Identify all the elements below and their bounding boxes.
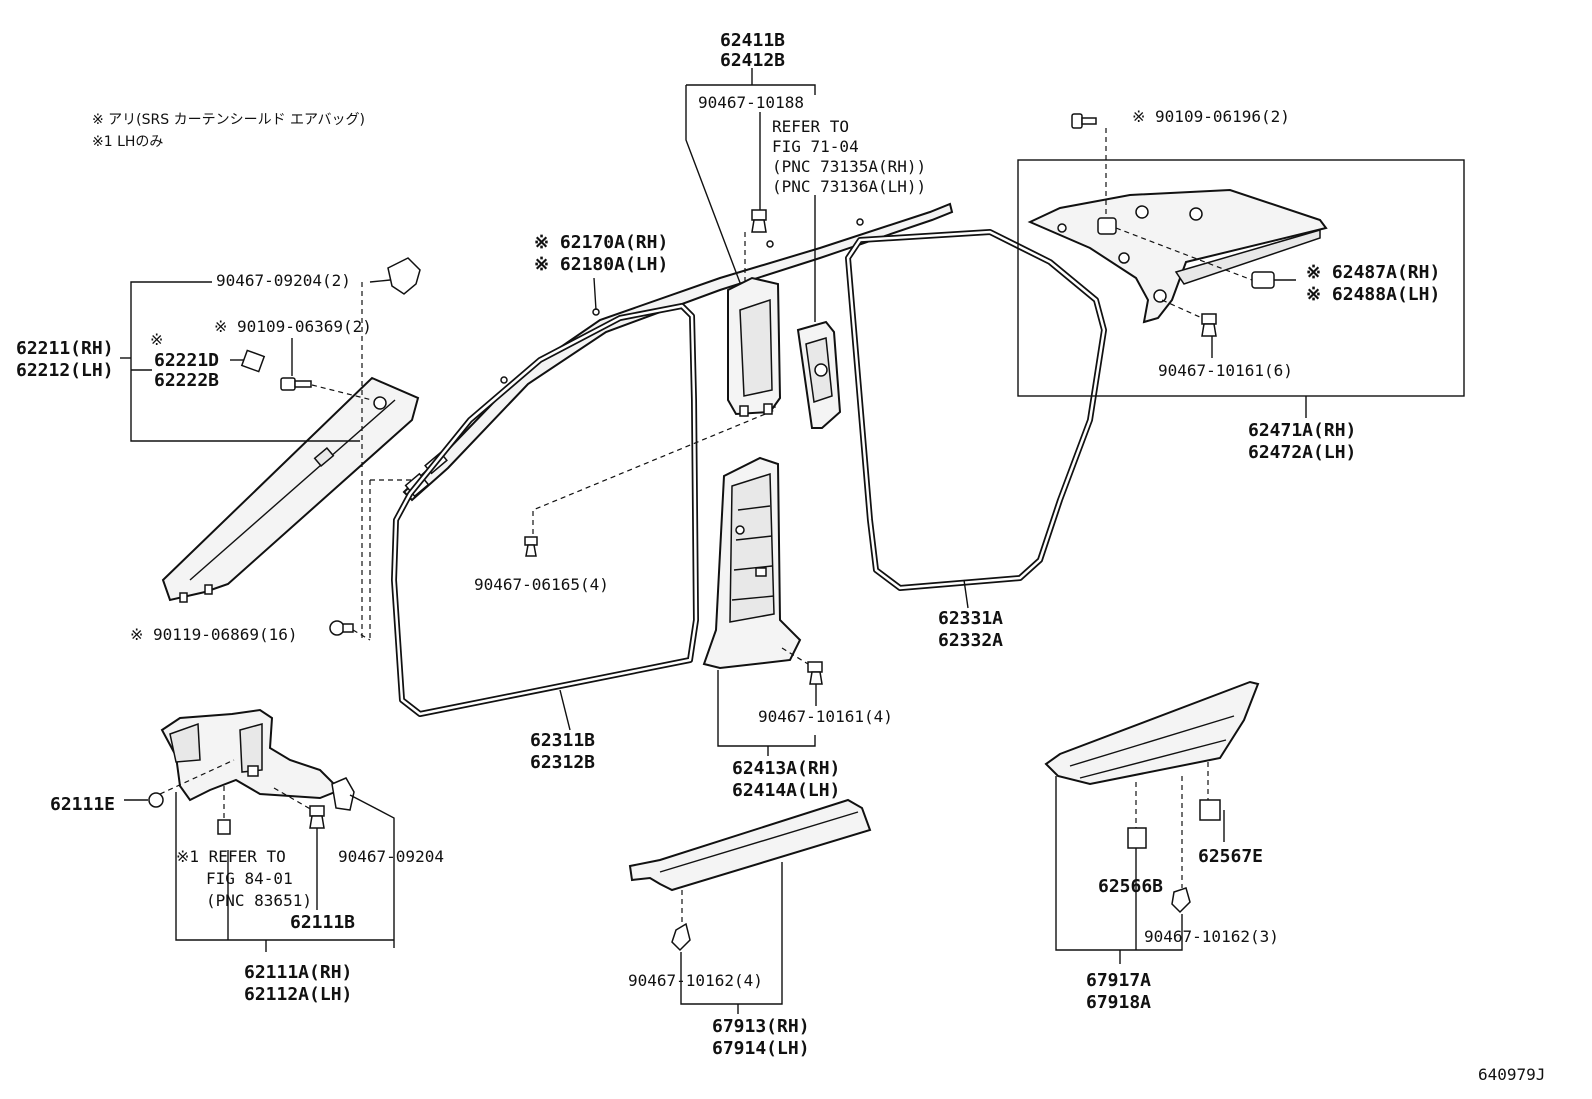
seat-belt-adjuster[interactable] [796,320,842,429]
label-90467-06165: 90467-06165(4) [474,575,609,594]
label-62412B: 62412B [720,50,785,71]
frame-62471A [1017,159,1465,397]
label-62488A: ※ 62488A(LH) [1306,284,1440,305]
label-refer-71-line4: (PNC 73136A(LH)) [772,177,926,196]
frame-62211 [130,281,360,442]
label-62222B: 62222B [154,370,219,391]
label-62312B: 62312B [530,752,595,773]
clip-62567E[interactable] [1199,799,1225,842]
note-lh-only: ※1 LHのみ [92,134,163,150]
label-62170A: ※ 62170A(RH) [534,232,668,253]
rear-door-weatherstrip[interactable] [845,229,1107,591]
clip-90467-10161-pillar[interactable] [807,661,823,706]
rear-scuff-plate[interactable] [1044,680,1260,786]
label-62567E: 62567E [1198,846,1263,867]
label-note-mark: ※ [150,330,163,349]
label-90109-06369: ※ 90109-06369(2) [214,317,372,336]
label-62180A: ※ 62180A(LH) [534,254,668,275]
label-62112A: 62112A(LH) [244,984,352,1005]
front-pillar-garnish[interactable] [161,376,420,603]
clip-62566B[interactable] [1127,827,1147,849]
clip-62111B[interactable] [309,805,325,829]
label-67914: 67914(LH) [712,1038,810,1059]
label-90109-06196: ※ 90109-06196(2) [1132,107,1290,126]
label-90467-10161-4: 90467-10161(4) [758,707,893,726]
label-62111E: 62111E [50,794,115,815]
label-62472A: 62472A(LH) [1248,442,1356,463]
frame-67913 [680,862,783,1005]
clip-90467-10162-rear[interactable] [1171,887,1191,914]
clip-62221D[interactable] [230,349,266,373]
curtain-airbag-62170A[interactable] [402,202,954,502]
cowl-side-trim[interactable] [160,708,342,802]
label-67913: 67913(RH) [712,1016,810,1037]
frame-62111A [175,792,394,941]
clip-90467-06165[interactable] [524,536,538,557]
label-90467-10162-3: 90467-10162(3) [1144,927,1279,946]
label-67917A: 67917A [1086,970,1151,991]
label-62221D: 62221D [154,350,219,371]
front-door-weatherstrip[interactable] [391,303,699,717]
cover-62487A[interactable] [1251,271,1296,289]
label-62413A: 62413A(RH) [732,758,840,779]
label-90467-09204: 90467-09204 [338,847,444,866]
center-pillar-upper-garnish[interactable] [727,276,782,417]
label-67918A: 67918A [1086,992,1151,1013]
label-refer-71-line3: (PNC 73135A(RH)) [772,157,926,176]
label-90467-10161-6: 90467-10161(6) [1158,361,1293,380]
frame-67917A [1055,776,1183,951]
frame-62413A [717,670,816,747]
label-62414A: 62414A(LH) [732,780,840,801]
label-90467-10188: 90467-10188 [698,93,804,112]
clip-90467-10161-rear[interactable] [1201,313,1217,358]
clip-62111E[interactable] [124,792,164,808]
label-62566B: 62566B [1098,876,1163,897]
clip-90467-10188[interactable] [751,112,767,233]
center-pillar-lower-garnish[interactable] [702,456,802,670]
label-90467-09204-2: 90467-09204(2) [216,271,351,290]
screw-90109-06196[interactable] [1071,113,1097,129]
label-refer-71-line1: REFER TO [772,117,849,136]
label-62211: 62211(RH) [16,338,114,359]
label-90119-06869: ※ 90119-06869(16) [130,625,298,644]
figure-id: 640979J [1478,1065,1545,1084]
clip-90467-10162-front[interactable] [671,922,691,952]
clip-ref-84-01[interactable] [217,819,231,835]
label-62331A: 62331A [938,608,1003,629]
front-scuff-plate[interactable] [628,798,872,892]
label-refer-84-line2: FIG 84-01 [206,869,293,888]
label-62471A: 62471A(RH) [1248,420,1356,441]
screw-90119-06869[interactable] [329,620,354,636]
rear-pillar-garnish[interactable] [1027,188,1328,324]
note-srs-airbag: ※ アリ(SRS カーテンシールド エアバッグ) [92,112,365,128]
label-refer-71-line2: FIG 71-04 [772,137,859,156]
label-90467-10162-4: 90467-10162(4) [628,971,763,990]
label-refer-84-line1: ※1 REFER TO [176,847,286,866]
label-62111B: 62111B [290,912,355,933]
label-62212: 62212(LH) [16,360,114,381]
label-62111A: 62111A(RH) [244,962,352,983]
label-62411B: 62411B [720,30,785,51]
label-62487A: ※ 62487A(RH) [1306,262,1440,283]
clip-90467-09204-top[interactable] [369,257,421,295]
screw-90109-06369[interactable] [280,338,312,391]
clip-90467-09204[interactable] [331,777,355,811]
label-62332A: 62332A [938,630,1003,651]
label-62311B: 62311B [530,730,595,751]
label-refer-84-line3: (PNC 83651) [206,891,312,910]
